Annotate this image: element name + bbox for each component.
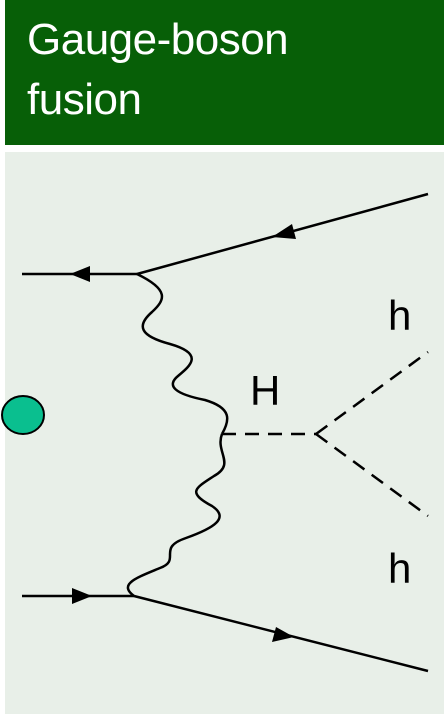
title-line-2: fusion (27, 75, 142, 124)
lower-gauge-boson-line (126, 433, 226, 597)
lower-higgs-label: h (388, 545, 411, 592)
marker-circle (1, 395, 45, 435)
upper-higgs-output-line (315, 350, 429, 436)
upper-higgs-label: h (388, 292, 411, 339)
lower-left-arrow (72, 588, 92, 604)
title-banner: Gauge-boson fusion (5, 0, 444, 145)
higgs-propagator-label: H (250, 367, 280, 414)
lower-higgs-output-line (315, 432, 429, 518)
title-line-1: Gauge-boson (27, 15, 289, 64)
upper-gauge-boson-line (136, 272, 229, 435)
lower-diagonal-arrow (272, 627, 294, 642)
upper-diagonal-arrow (272, 224, 296, 239)
upper-left-arrow (70, 266, 90, 282)
